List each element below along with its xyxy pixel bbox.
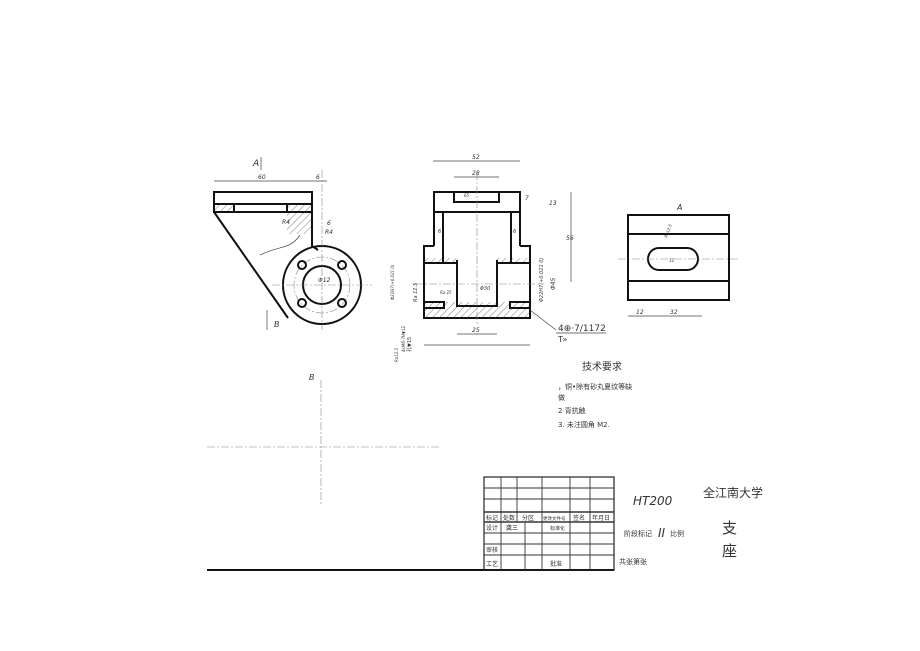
svg-text:52: 52 — [472, 154, 480, 161]
svg-text:2 背抗触: 2 背抗触 — [558, 406, 586, 415]
svg-text:Φ45: Φ45 — [550, 277, 557, 290]
view-label-b: B — [274, 320, 280, 329]
svg-text:标准化: 标准化 — [550, 525, 565, 532]
dim-6b: 6 — [327, 220, 331, 227]
svg-text:25: 25 — [472, 327, 480, 334]
svg-text:Φ30: Φ30 — [480, 286, 490, 292]
svg-text:II: II — [658, 526, 666, 540]
svg-text:7: 7 — [525, 195, 529, 202]
svg-text:更改文件号: 更改文件号 — [543, 515, 566, 522]
svg-text:Ra 12.5: Ra 12.5 — [413, 283, 419, 302]
dim-6: 6 — [316, 174, 320, 181]
dim-dia12: Φ12 — [318, 277, 331, 284]
svg-text:阶段标记: 阶段标记 — [624, 529, 652, 538]
svg-text:年月日: 年月日 — [592, 514, 610, 522]
svg-text:56: 56 — [566, 235, 574, 242]
svg-text:4xM6-7H▼12: 4xM6-7H▼12 — [401, 325, 406, 352]
svg-text:Φ22H7(+0.021 0): Φ22H7(+0.021 0) — [539, 258, 545, 302]
front-view: A 60 6 R4 6 R4 Φ12 B — [213, 157, 372, 330]
svg-text:，铜•除有砂丸夏纹等缺: ，铜•除有砂丸夏纹等缺 — [558, 382, 632, 391]
svg-text:28: 28 — [472, 170, 480, 177]
section-view: 52 28 65 7 13 56 6 6 Φ30 Φ45 25 65 25 Ra… — [390, 154, 606, 362]
svg-text:Ra 25: Ra 25 — [440, 290, 452, 295]
tech-requirements: 技术要求 ，铜•除有砂丸夏纹等缺 做 2 背抗触 3. 未注圆角 M2. — [558, 360, 632, 429]
svg-text:签名: 签名 — [573, 514, 585, 522]
part-name-1: 支 — [722, 519, 737, 537]
svg-text:32: 32 — [670, 309, 678, 316]
svg-text:B: B — [309, 373, 315, 382]
svg-text:T»: T» — [557, 335, 567, 344]
svg-text:Ra12.5: Ra12.5 — [394, 347, 399, 362]
title-block: 标记 处数 分区 更改文件号 签名 年月日 设计 龚三 标准化 审核 工艺 批准… — [207, 476, 763, 571]
svg-text:工艺: 工艺 — [486, 560, 498, 568]
svg-text:6: 6 — [513, 229, 516, 235]
svg-text:65: 65 — [464, 193, 470, 198]
dim-r4b: R4 — [325, 229, 333, 236]
hole-depth-label: 孔▼15 — [406, 337, 413, 352]
svg-text:审核: 审核 — [486, 546, 498, 554]
svg-text:设计: 设计 — [486, 524, 498, 532]
svg-text:比例: 比例 — [670, 529, 684, 538]
view-label-a: A — [252, 159, 259, 169]
svg-text:Ra12.5: Ra12.5 — [663, 223, 673, 238]
view-b: B — [207, 373, 440, 505]
material: HT200 — [633, 494, 673, 508]
part-name-2: 座 — [722, 542, 737, 560]
svg-text:处数: 处数 — [503, 514, 515, 522]
svg-text:共张第张: 共张第张 — [619, 557, 647, 566]
dim-r4: R4 — [282, 219, 290, 226]
svg-text:12: 12 — [669, 258, 675, 263]
svg-text:标记: 标记 — [486, 514, 498, 522]
svg-text:12: 12 — [636, 309, 644, 316]
svg-text:龚三: 龚三 — [506, 524, 518, 532]
svg-text:分区: 分区 — [522, 514, 534, 522]
svg-text:技术要求: 技术要求 — [582, 360, 622, 373]
svg-text:3. 未注圆角 M2.: 3. 未注圆角 M2. — [558, 420, 610, 429]
svg-text:6: 6 — [438, 229, 441, 235]
svg-text:做: 做 — [558, 393, 565, 402]
svg-text:13: 13 — [549, 200, 557, 207]
school-name: 全江南大学 — [703, 485, 763, 500]
dim-60: 60 — [258, 174, 266, 181]
svg-text:A: A — [676, 203, 682, 212]
svg-text:Φ22H7(+0.021 0): Φ22H7(+0.021 0) — [390, 264, 395, 300]
view-a: A 12 Ra12.5 12 32 — [618, 203, 740, 317]
svg-text:批准: 批准 — [550, 560, 562, 568]
thread-note: 4⊕·7/1172 — [558, 324, 606, 334]
